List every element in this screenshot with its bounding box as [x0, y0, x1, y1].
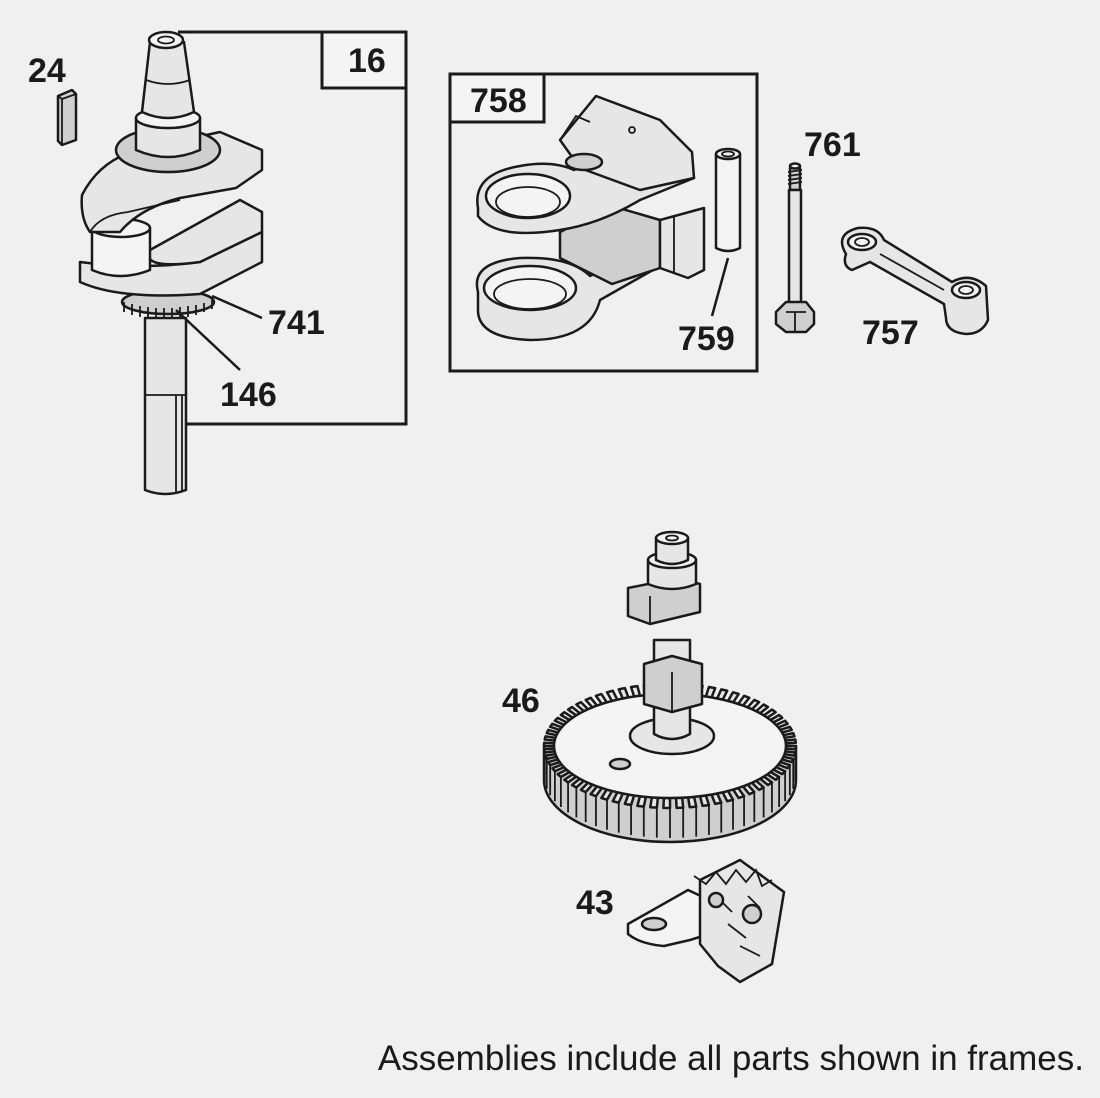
part-758-balancer [475, 94, 706, 342]
label-741: 741 [268, 304, 325, 342]
part-43-governor [626, 858, 786, 984]
bolt-shank [787, 188, 803, 306]
part-24-key [56, 88, 78, 147]
footnote: Assemblies include all parts shown in fr… [378, 1039, 1084, 1078]
frame-16-tag-box [320, 30, 408, 90]
part-759-pin [714, 147, 742, 253]
part-761-bolt [774, 162, 816, 334]
leader-759 [710, 257, 730, 317]
gear-tooth [784, 744, 798, 751]
gear-tooth [542, 741, 556, 748]
label-761: 761 [804, 126, 861, 164]
label-759: 759 [678, 320, 735, 358]
label-46: 46 [502, 682, 540, 720]
leader-741 [211, 294, 263, 320]
frame-758-tag-box [448, 72, 546, 124]
balancer-block [658, 206, 706, 280]
frame-16-outline [178, 30, 408, 426]
label-43: 43 [576, 884, 614, 922]
leader-146 [175, 309, 241, 371]
label-24: 24 [28, 52, 66, 90]
gear-tooth [674, 796, 685, 810]
crank-pin [90, 226, 152, 278]
pin-body [714, 152, 742, 253]
label-146: 146 [220, 376, 277, 414]
part-757-link [840, 226, 990, 336]
frame-16: 16 [178, 30, 408, 426]
crankshaft-taper [140, 40, 196, 120]
cam-lobe-lower [642, 654, 704, 714]
label-16: 16 [348, 42, 386, 80]
part-16-crankshaft [78, 30, 264, 496]
crankshaft-pto-shaft [143, 316, 188, 496]
label-758: 758 [470, 82, 527, 120]
frame-758-outline [448, 72, 759, 373]
part-46-camshaft [542, 530, 798, 844]
governor-body [698, 858, 786, 984]
link-body [840, 226, 990, 336]
frame-758: 758 [448, 72, 759, 373]
gear-tooth [662, 796, 672, 810]
label-757: 757 [862, 314, 919, 352]
